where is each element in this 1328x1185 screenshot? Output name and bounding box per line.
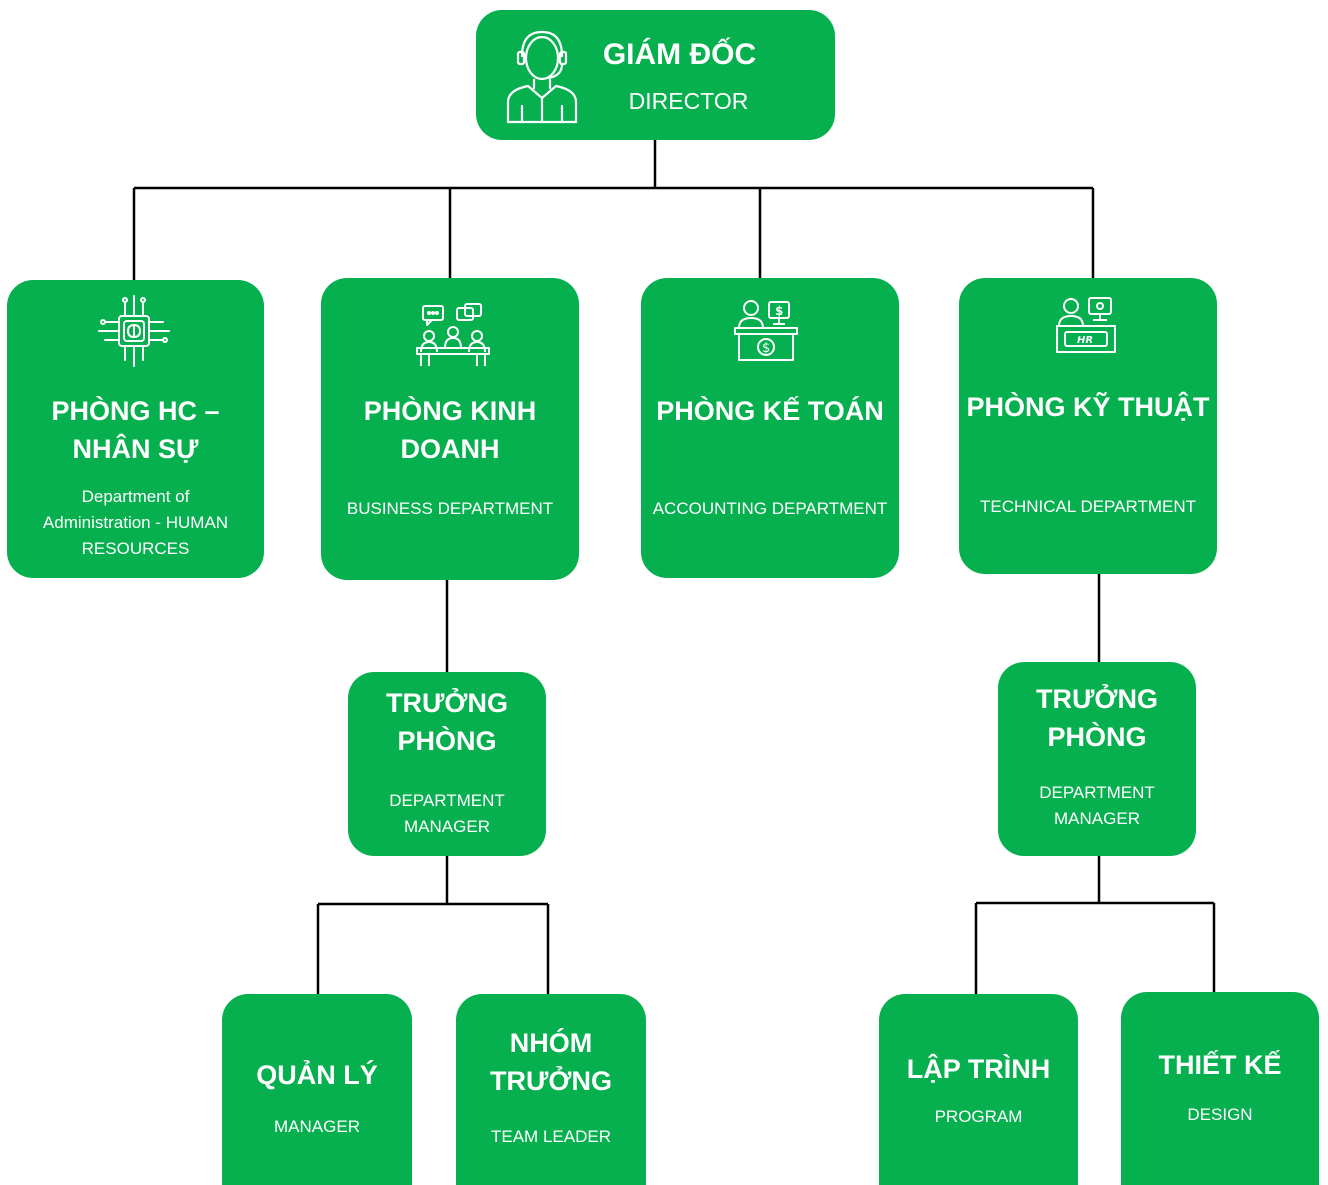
- team-program-title: LẬP TRÌNH: [906, 1054, 1051, 1084]
- department-accounting-title: PHÒNG KẾ TOÁN: [656, 396, 884, 426]
- person-headset-icon: [504, 26, 580, 134]
- technical-manager-subtitle: DEPARTMENT MANAGER: [1039, 783, 1155, 828]
- team-design-subtitle: DESIGN: [1187, 1105, 1253, 1124]
- team-design-box: THIẾT KẾ DESIGN: [1121, 992, 1319, 1185]
- hr-desk-icon: HR: [1055, 296, 1117, 356]
- team-leader-title: NHÓM TRƯỞNG: [490, 1028, 612, 1096]
- department-accounting-box: $ $ PHÒNG KẾ TOÁN ACCOUNTING DEPARTMENT: [641, 278, 899, 578]
- svg-text:HR: HR: [1077, 335, 1093, 346]
- department-hr-subtitle: Department of Administration - HUMAN RES…: [42, 487, 229, 558]
- business-manager-title: TRƯỞNG PHÒNG: [386, 688, 508, 756]
- director-subtitle: DIRECTOR: [628, 88, 749, 114]
- department-accounting-subtitle: ACCOUNTING DEPARTMENT: [652, 499, 888, 518]
- team-manager-subtitle: MANAGER: [274, 1117, 360, 1136]
- director-title: GIÁM ĐỐC: [602, 38, 757, 71]
- meeting-table-icon: [415, 302, 491, 368]
- department-technical-box: HR PHÒNG KỸ THUẬT TECHNICAL DEPARTMENT: [959, 278, 1217, 574]
- team-program-box: LẬP TRÌNH PROGRAM: [879, 994, 1078, 1185]
- business-manager-subtitle: DEPARTMENT MANAGER: [389, 791, 505, 836]
- technical-manager-box: TRƯỞNG PHÒNG DEPARTMENT MANAGER: [998, 662, 1196, 856]
- team-manager-box: QUẢN LÝ MANAGER: [222, 994, 412, 1185]
- team-program-subtitle: PROGRAM: [934, 1107, 1023, 1126]
- department-business-box: PHÒNG KINH DOANH BUSINESS DEPARTMENT: [321, 278, 579, 580]
- svg-text:$: $: [762, 341, 770, 356]
- team-design-title: THIẾT KẾ: [1158, 1050, 1282, 1080]
- team-leader-subtitle: TEAM LEADER: [491, 1127, 611, 1146]
- cashier-desk-icon: $ $: [733, 298, 799, 364]
- department-hr-box: PHÒNG HC – NHÂN SỰ Department of Adminis…: [7, 280, 264, 578]
- department-technical-title: PHÒNG KỸ THUẬT: [966, 392, 1210, 422]
- technical-manager-title: TRƯỞNG PHÒNG: [1036, 684, 1158, 752]
- svg-text:$: $: [775, 304, 783, 318]
- department-hr-title: PHÒNG HC – NHÂN SỰ: [51, 396, 220, 464]
- department-business-subtitle: BUSINESS DEPARTMENT: [346, 499, 554, 518]
- department-technical-subtitle: TECHNICAL DEPARTMENT: [980, 497, 1196, 516]
- team-manager-title: QUẢN LÝ: [256, 1060, 378, 1090]
- ai-chip-brain-icon: [95, 292, 173, 370]
- business-manager-box: TRƯỞNG PHÒNG DEPARTMENT MANAGER: [348, 672, 546, 856]
- department-business-title: PHÒNG KINH DOANH: [363, 396, 537, 464]
- director-box: GIÁM ĐỐC DIRECTOR: [476, 10, 835, 140]
- team-leader-box: NHÓM TRƯỞNG TEAM LEADER: [456, 994, 646, 1185]
